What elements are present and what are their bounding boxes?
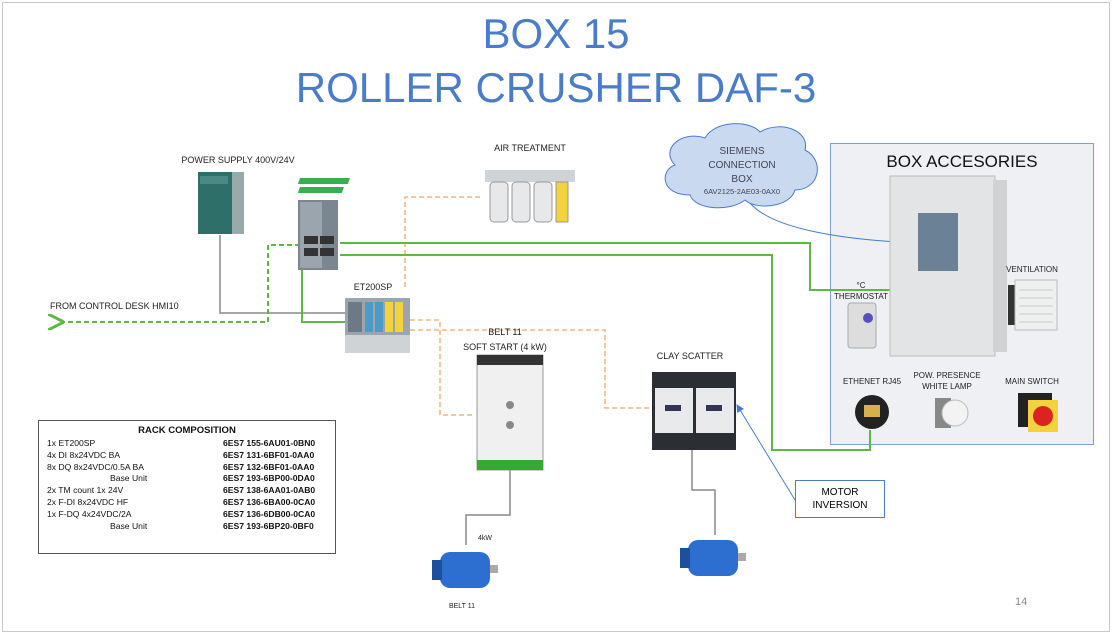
power-cable bbox=[219, 235, 345, 314]
page-number: 14 bbox=[1015, 596, 1028, 608]
air-treatment-icon bbox=[485, 170, 575, 223]
title-line2: ROLLER CRUSHER DAF-3 bbox=[295, 64, 817, 111]
rack-row: 2x F-DI 8x24VDC HF 6ES7 136-6BA00-0CA0 bbox=[39, 497, 335, 509]
rack-row-part-number: 6ES7 155-6AU01-0BN0 bbox=[223, 438, 316, 448]
profinet-line-et200sp bbox=[301, 262, 345, 323]
scatter-motor-icon bbox=[680, 540, 746, 576]
profinet-line-rj45 bbox=[340, 254, 871, 451]
air-pneumatic-line bbox=[404, 196, 480, 290]
ethernet-label: ETHENET RJ45 bbox=[842, 377, 902, 386]
rack-row: Base Unit 6ES7 193-6BP20-0BF0 bbox=[39, 521, 335, 533]
motor-power-label: 4kW bbox=[478, 535, 492, 542]
rack-row-part-number: 6ES7 136-6BA00-0CA0 bbox=[223, 496, 316, 507]
belt-motor-label: BELT 11 bbox=[448, 603, 476, 610]
from-control-desk-label: FROM CONTROL DESK HMI10 bbox=[50, 301, 179, 311]
lamp-label-2: WHITE LAMP bbox=[922, 382, 972, 391]
rack-row-description: 1x F-DQ 4x24VDC/2A bbox=[47, 508, 132, 519]
white-lamp-icon bbox=[935, 398, 969, 428]
cloud-line2: CONNECTION bbox=[708, 160, 776, 171]
rack-row: 2x TM count 1x 24V 6ES7 138-6AA01-0AB0 bbox=[39, 485, 335, 497]
rack-row: 1x F-DQ 4x24VDC/2A 6ES7 136-6DB00-0CA0 bbox=[39, 509, 335, 521]
et200sp-icon bbox=[345, 298, 410, 353]
rack-row: 8x DQ 8x24VDC/0.5A BA 6ES7 132-6BF01-0AA0 bbox=[39, 462, 335, 474]
rack-row-description: 4x DI 8x24VDC BA bbox=[47, 449, 121, 460]
thermostat-symbol: °C bbox=[856, 281, 866, 290]
cloud-line1: SIEMENS bbox=[719, 146, 765, 157]
rack-row: 1x ET200SP 6ES7 155-6AU01-0BN0 bbox=[39, 438, 335, 450]
motor-inversion-line1: MOTOR bbox=[821, 487, 859, 498]
scatter-control-line bbox=[410, 329, 650, 409]
rack-row-part-number: 6ES7 132-6BF01-0AA0 bbox=[223, 461, 315, 472]
contactor-icon bbox=[652, 372, 736, 450]
air-treatment-label: AIR TREATMENT bbox=[494, 143, 566, 153]
rack-row-description: Base Unit bbox=[110, 520, 148, 531]
rack-row-part-number: 6ES7 138-6AA01-0AB0 bbox=[223, 485, 316, 496]
box-accessories-title: BOX ACCESORIES bbox=[886, 152, 1038, 171]
power-supply-label: POWER SUPPLY 400V/24V bbox=[181, 155, 295, 165]
cloud-line3: BOX bbox=[731, 174, 753, 185]
rack-row: 4x DI 8x24VDC BA 6ES7 131-6BF01-0AA0 bbox=[39, 450, 335, 462]
rack-row-description: 2x F-DI 8x24VDC HF bbox=[47, 496, 129, 507]
cloud-text: SIEMENS CONNECTION BOX 6AV2125-2AE03-0AX… bbox=[704, 145, 780, 196]
title-line1: BOX 15 bbox=[482, 10, 630, 57]
cloud-part-number: 6AV2125-2AE03-0AX0 bbox=[703, 187, 781, 196]
inversion-arrow bbox=[736, 404, 796, 501]
ethernet-rj45-icon bbox=[855, 395, 889, 429]
belt-subtitle-label: SOFT START (4 kW) bbox=[463, 342, 547, 352]
profinet-switch-icon bbox=[298, 200, 338, 270]
rack-row-description: 8x DQ 8x24VDC/0.5A BA bbox=[47, 461, 144, 472]
thermostat-label: THERMOSTAT bbox=[834, 292, 888, 301]
soft-starter-icon bbox=[476, 354, 544, 471]
main-switch-icon bbox=[1018, 393, 1058, 432]
rack-row-part-number: 6ES7 136-6DB00-0CA0 bbox=[223, 508, 316, 519]
rack-title: RACK COMPOSITION bbox=[138, 425, 236, 436]
main-switch-label: MAIN SWITCH bbox=[1005, 377, 1059, 386]
motor-inversion-note: MOTOR INVERSION bbox=[795, 480, 885, 518]
belt-control-line bbox=[410, 319, 475, 416]
control-desk-line bbox=[62, 244, 300, 322]
siemens-cloud bbox=[664, 123, 818, 209]
rack-row-description: Base Unit bbox=[110, 473, 148, 484]
belt-motor-icon bbox=[432, 552, 498, 588]
clay-scatter-label: CLAY SCATTER bbox=[656, 351, 724, 361]
motor-inversion-line2: INVERSION bbox=[812, 500, 868, 511]
enclosure-icon bbox=[889, 175, 1007, 357]
scatter-motor-cable bbox=[691, 445, 716, 535]
lamp-label-1: POW. PRESENCE bbox=[913, 371, 981, 380]
rack-row-part-number: 6ES7 131-6BF01-0AA0 bbox=[223, 449, 315, 460]
rack-row-part-number: 6ES7 193-6BP00-0DA0 bbox=[223, 473, 315, 484]
belt-title-label: BELT 11 bbox=[488, 327, 522, 337]
rack-row-part-number: 6ES7 193-6BP20-0BF0 bbox=[223, 520, 314, 531]
power-supply-icon bbox=[198, 172, 244, 234]
et200sp-label: ET200SP bbox=[353, 282, 393, 292]
rack-row-description: 1x ET200SP bbox=[47, 438, 96, 448]
belt-motor-cable bbox=[465, 470, 511, 545]
ventilation-icon bbox=[1008, 279, 1058, 331]
rack-row-description: 2x TM count 1x 24V bbox=[47, 485, 124, 496]
profinet-line-hmi bbox=[340, 242, 938, 291]
rack-composition-table: RACK COMPOSITION 1x ET200SP 6ES7 155-6AU0… bbox=[38, 420, 336, 554]
rack-row: Base Unit 6ES7 193-6BP00-0DA0 bbox=[39, 473, 335, 485]
ventilation-label: VENTILATION bbox=[1006, 265, 1058, 274]
profinet-logo bbox=[297, 178, 350, 193]
thermostat-icon bbox=[847, 302, 877, 349]
